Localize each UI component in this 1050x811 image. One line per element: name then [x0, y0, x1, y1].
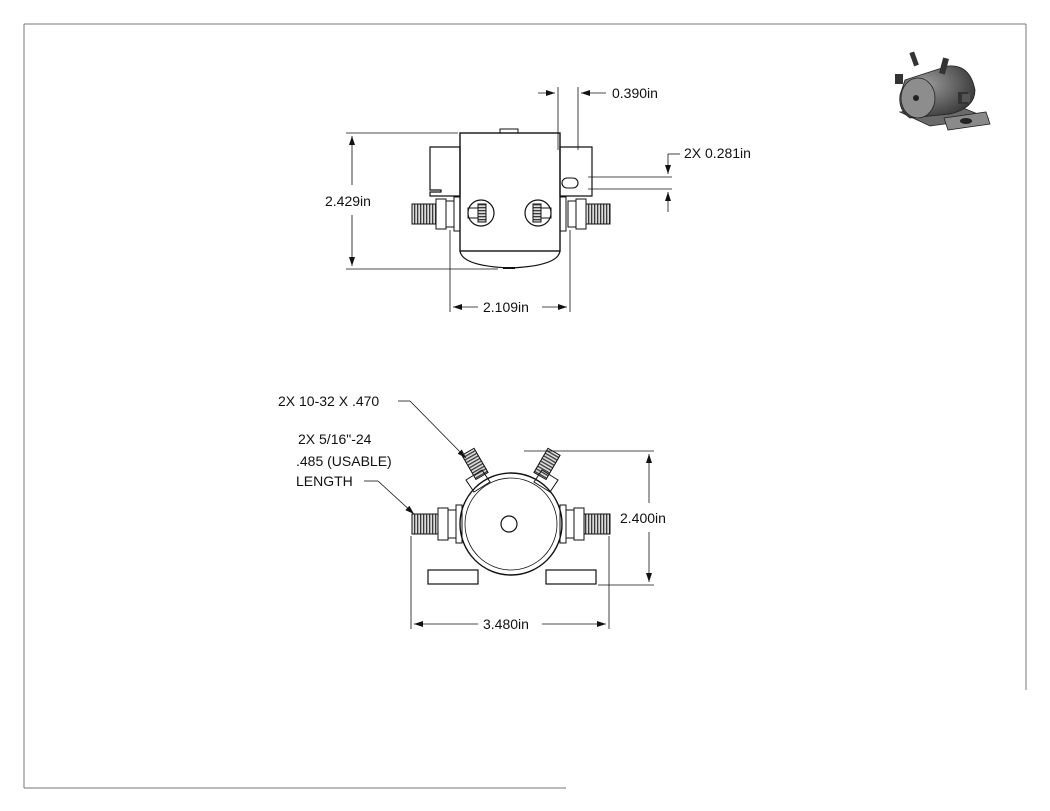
top-view: 2X 10-32 X .470 2X 5/16"-24 .485 (USABLE…: [278, 393, 666, 632]
stud-callout: 2X 10-32 X .470: [278, 393, 379, 409]
front-offset-dim: 0.390in: [612, 85, 658, 101]
terminal-callout-line-3: LENGTH: [296, 473, 353, 489]
front-view: 2.429in 2.109in 0.390in 2X 0.281in: [325, 85, 751, 315]
control-stud-right: [524, 199, 552, 227]
control-stud-left: [467, 199, 495, 227]
angled-stud-left: [461, 447, 491, 493]
sheet-border: [23, 23, 1027, 789]
iso-thumbnail-icon: [895, 51, 991, 131]
top-left-terminal: [411, 504, 463, 544]
mounting-slot: [561, 177, 579, 189]
mounting-foot-left: [427, 569, 479, 585]
body-dome: [459, 250, 561, 269]
left-terminal: [411, 196, 461, 232]
terminal-callout-line-2: .485 (USABLE): [296, 453, 392, 469]
top-right-terminal: [559, 504, 611, 544]
front-height-dim: 2.429in: [325, 193, 371, 209]
center-hole: [500, 515, 518, 533]
mounting-bracket: [429, 146, 461, 197]
top-width-dim: 3.480in: [483, 616, 529, 632]
front-width-dim: 2.109in: [483, 299, 529, 315]
mounting-foot-right: [545, 569, 597, 585]
terminal-callout-line-1: 2X 5/16"-24: [298, 431, 372, 447]
body-outline: [459, 472, 563, 576]
solenoid-body: [459, 132, 561, 252]
right-terminal: [559, 196, 611, 232]
front-slot-dim: 2X 0.281in: [684, 145, 751, 161]
top-height-dim: 2.400in: [620, 510, 666, 526]
angled-stud-right: [533, 447, 561, 493]
